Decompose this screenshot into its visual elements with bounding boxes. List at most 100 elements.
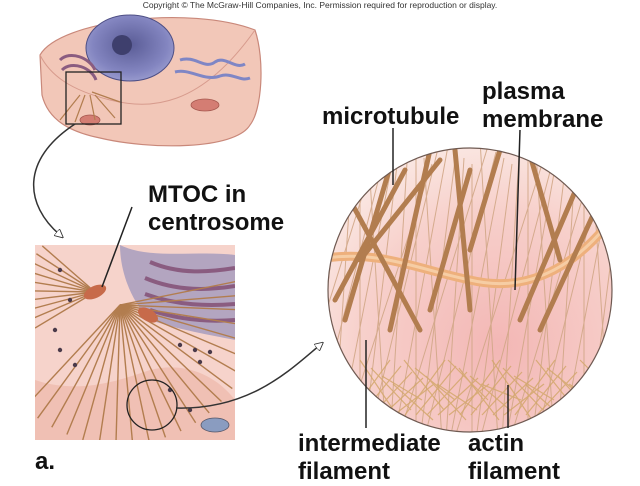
thin-fiber: [328, 157, 385, 432]
actin-strand: [591, 371, 612, 416]
thin-fiber: [535, 151, 555, 432]
inset-microtubule: [35, 291, 96, 309]
vesicle-dot: [187, 407, 193, 413]
vesicle-dot: [207, 349, 213, 355]
inset-microtubule: [119, 304, 167, 438]
vesicle-dot: [72, 362, 78, 368]
actin-strand: [470, 365, 512, 416]
actin-strand: [601, 375, 612, 411]
actin-strand: [469, 375, 511, 411]
inset-microtubule: [119, 304, 133, 440]
actin-strand: [403, 359, 445, 411]
actin-strand: [525, 365, 567, 416]
inset-microtubule: [119, 304, 182, 432]
inset-microtubule: [66, 304, 121, 435]
inset-microtubule: [41, 245, 96, 293]
vesicle-dot: [57, 267, 63, 273]
microtubule-fiber: [517, 177, 583, 323]
inset-microtubule: [119, 304, 210, 414]
inset-microtubule: [119, 304, 235, 311]
actin-strand: [392, 383, 434, 421]
actin-strand: [602, 377, 612, 416]
actin-strand: [492, 377, 534, 416]
inset-microtubule: [119, 304, 235, 372]
microtubule-fiber: [452, 148, 473, 313]
inset-microtubule: [98, 304, 121, 440]
actin-strand: [579, 359, 612, 401]
thin-fiber: [453, 157, 545, 432]
inset-microtubule: [119, 304, 197, 424]
actin-strand: [536, 371, 578, 416]
actin-strand: [590, 367, 612, 421]
microtubule-fiber: [467, 148, 503, 253]
thin-fiber: [614, 164, 632, 440]
inset-microtubule: [119, 304, 233, 390]
zoom-arrow-2: [175, 345, 320, 409]
zoom-box: [65, 71, 122, 125]
inset-microtubule: [35, 263, 96, 293]
inset-microtubule: [119, 295, 235, 306]
inset-panel: [35, 245, 235, 440]
plasma-membrane-pointer: [514, 129, 521, 291]
panel-label: a.: [35, 448, 56, 475]
thin-fiber: [328, 151, 377, 432]
inset-microtubule: [119, 304, 150, 440]
microtubule-fiber: [347, 197, 423, 333]
magnified-view: [327, 147, 640, 440]
thin-fiber: [419, 151, 457, 432]
vesicle-dot: [197, 359, 203, 365]
microtubule-fiber: [537, 197, 603, 333]
vesicle-dot: [52, 327, 58, 333]
zoom-arrow-1: [32, 123, 76, 235]
microtubule-fiber: [427, 167, 473, 313]
actin-strand: [404, 359, 446, 416]
actin-strand: [503, 383, 545, 416]
thin-fiber: [367, 148, 387, 432]
label-microtubule: microtubule: [322, 103, 460, 130]
actin-strand: [414, 367, 456, 401]
inset-microtubule: [35, 290, 96, 293]
thin-fiber: [397, 148, 489, 432]
actin-strand: [491, 359, 533, 421]
thin-fiber: [449, 157, 505, 432]
whole-cell: [39, 14, 262, 147]
actin-strand: [568, 383, 610, 411]
copyright-notice: Copyright © The McGraw-Hill Companies, I…: [142, 0, 498, 10]
actin-strand: [481, 371, 523, 416]
actin-strand: [415, 365, 457, 416]
actin-strand: [448, 383, 490, 416]
microtubule-fiber: [357, 157, 443, 263]
actin-strand: [370, 367, 412, 411]
actin-strand: [459, 359, 501, 416]
vesicle-dot: [177, 342, 183, 348]
mtoc-pointer: [101, 206, 133, 288]
inset-microtubule: [35, 281, 96, 293]
inset-microtubule: [115, 304, 121, 440]
inset-microtubule: [82, 304, 121, 440]
vesicle-dot: [57, 347, 63, 353]
inset-microtubule: [119, 304, 222, 402]
actin-strand: [613, 384, 640, 400]
actin-strand: [580, 365, 612, 416]
inset-microtubule: [119, 280, 235, 306]
inset-microtubule: [35, 291, 96, 301]
inset-microtubule: [35, 272, 96, 293]
actin-strand: [393, 383, 435, 416]
inset-microtubule: [37, 304, 121, 419]
actin-strand: [381, 375, 423, 401]
zoom-circle: [126, 379, 178, 431]
actin-strand: [426, 371, 468, 416]
thin-fiber: [393, 148, 449, 432]
inset-microtubule: [51, 304, 121, 428]
actin-strand: [480, 383, 522, 401]
inset-microtubule: [35, 304, 121, 398]
actin-strand: [458, 367, 500, 421]
microtubule-fiber: [332, 167, 408, 303]
actin-strand: [425, 375, 467, 421]
